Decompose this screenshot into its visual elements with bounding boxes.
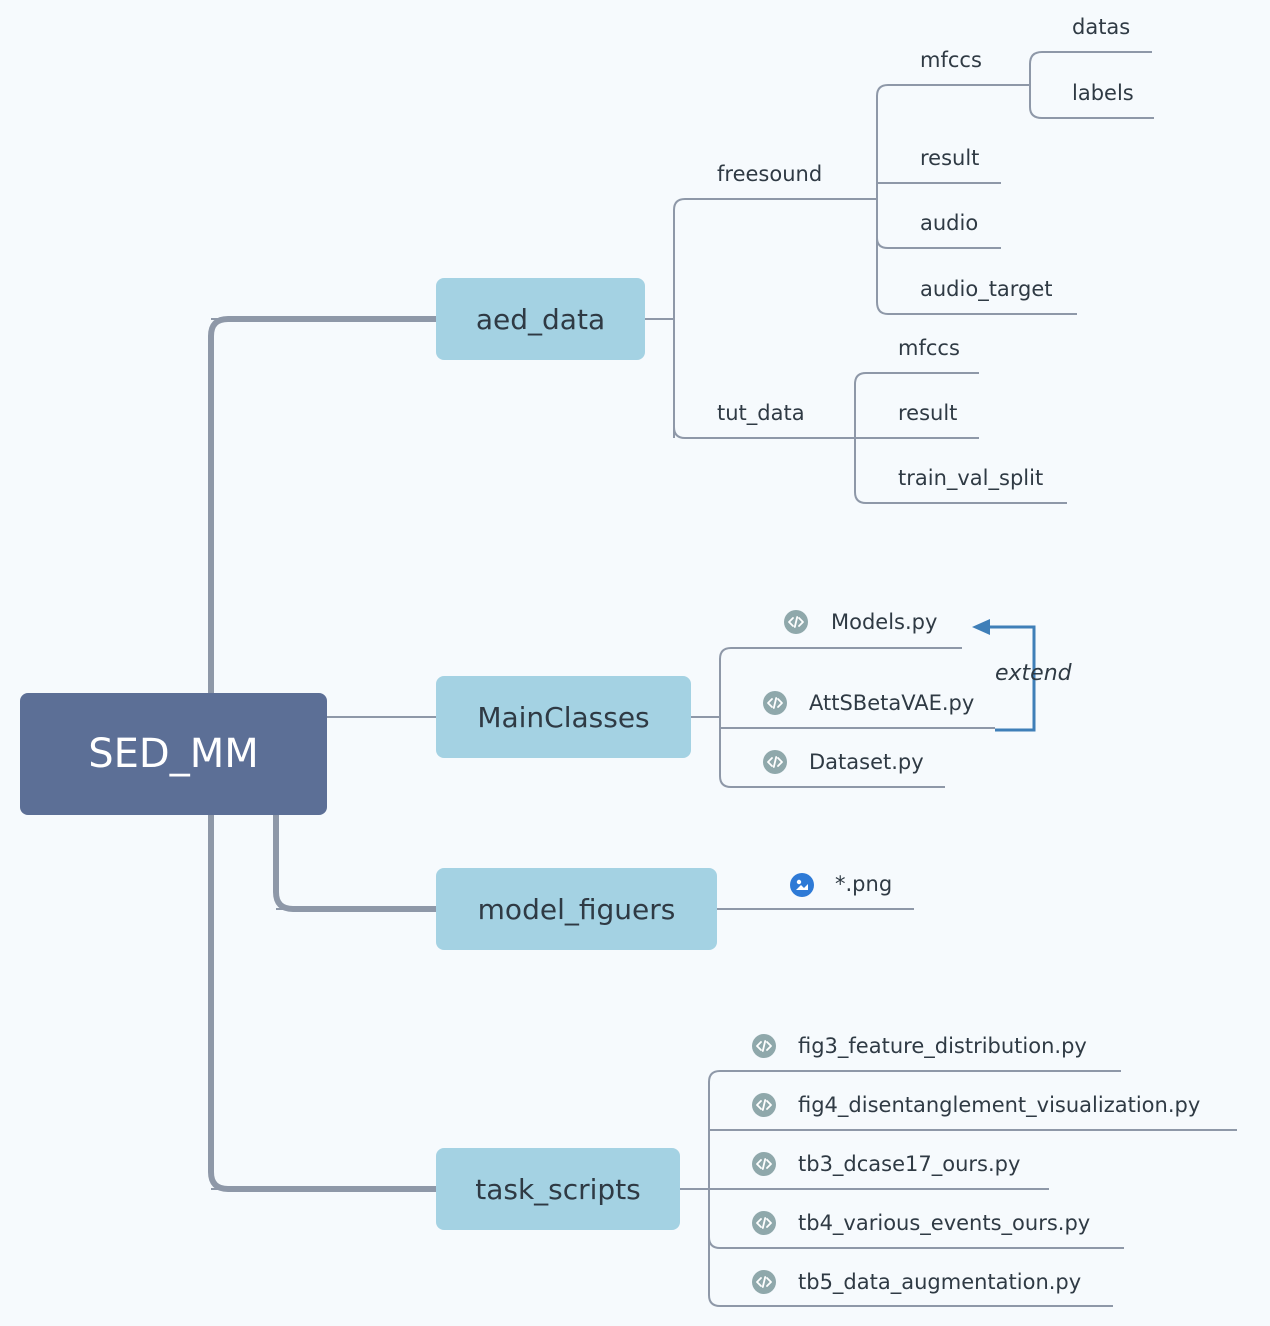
code-file-icon <box>763 691 787 715</box>
branch-node-label: aed_data <box>475 302 606 336</box>
code-file-icon <box>752 1152 776 1176</box>
root-side-lines <box>211 318 436 1190</box>
topic-attsbetavae-py[interactable]: AttSBetaVAE.py <box>809 691 975 715</box>
topic-dataset-py[interactable]: Dataset.py <box>809 750 924 774</box>
topic-models-py[interactable]: Models.py <box>831 610 938 634</box>
aed-data-lines <box>645 51 1154 504</box>
image-file-icon <box>790 873 814 897</box>
code-file-icon <box>752 1270 776 1294</box>
code-file-icon <box>763 750 787 774</box>
branch-node-label: model_figuers <box>477 892 676 926</box>
topic-tut-data[interactable]: tut_data <box>717 401 805 425</box>
topic-script[interactable]: tb5_data_augmentation.py <box>798 1270 1082 1294</box>
topic-train-val-split[interactable]: train_val_split <box>898 466 1044 490</box>
topic-labels[interactable]: labels <box>1072 81 1134 105</box>
topic-script[interactable]: tb3_dcase17_ours.py <box>798 1152 1021 1176</box>
topic-tut-mfccs[interactable]: mfccs <box>898 336 960 360</box>
branch-node-task-scripts[interactable]: task_scripts <box>436 1148 680 1230</box>
branch-node-aed-data[interactable]: aed_data <box>436 278 645 360</box>
topic-script[interactable]: tb4_various_events_ours.py <box>798 1211 1091 1235</box>
topic-script[interactable]: fig3_feature_distribution.py <box>798 1034 1087 1058</box>
branch-node-model-figuers[interactable]: model_figuers <box>436 868 717 950</box>
topic-freesound-mfccs[interactable]: mfccs <box>920 48 982 72</box>
topic-freesound-result[interactable]: result <box>920 146 980 170</box>
mainclasses-lines <box>691 647 995 788</box>
code-file-icon <box>752 1093 776 1117</box>
topic-png[interactable]: *.png <box>835 872 893 896</box>
code-file-icon <box>784 610 808 634</box>
branch-node-label: MainClasses <box>477 700 650 734</box>
topic-freesound[interactable]: freesound <box>717 162 823 186</box>
topic-datas[interactable]: datas <box>1072 15 1131 39</box>
root-node-label: SED_MM <box>88 731 259 777</box>
code-file-icon <box>752 1034 776 1058</box>
extend-relation-arrow <box>972 619 1036 732</box>
topic-tut-result[interactable]: result <box>898 401 958 425</box>
branch-node-mainclasses[interactable]: MainClasses <box>436 676 691 758</box>
relation-label-extend[interactable]: extend <box>995 661 1072 686</box>
topic-audio-target[interactable]: audio_target <box>920 277 1053 301</box>
branch-node-label: task_scripts <box>475 1172 641 1206</box>
code-file-icon <box>752 1211 776 1235</box>
topic-audio[interactable]: audio <box>920 211 979 235</box>
task-scripts-lines <box>680 1070 1237 1307</box>
topic-script[interactable]: fig4_disentanglement_visualization.py <box>798 1093 1201 1117</box>
root-node[interactable]: SED_MM <box>20 693 327 815</box>
